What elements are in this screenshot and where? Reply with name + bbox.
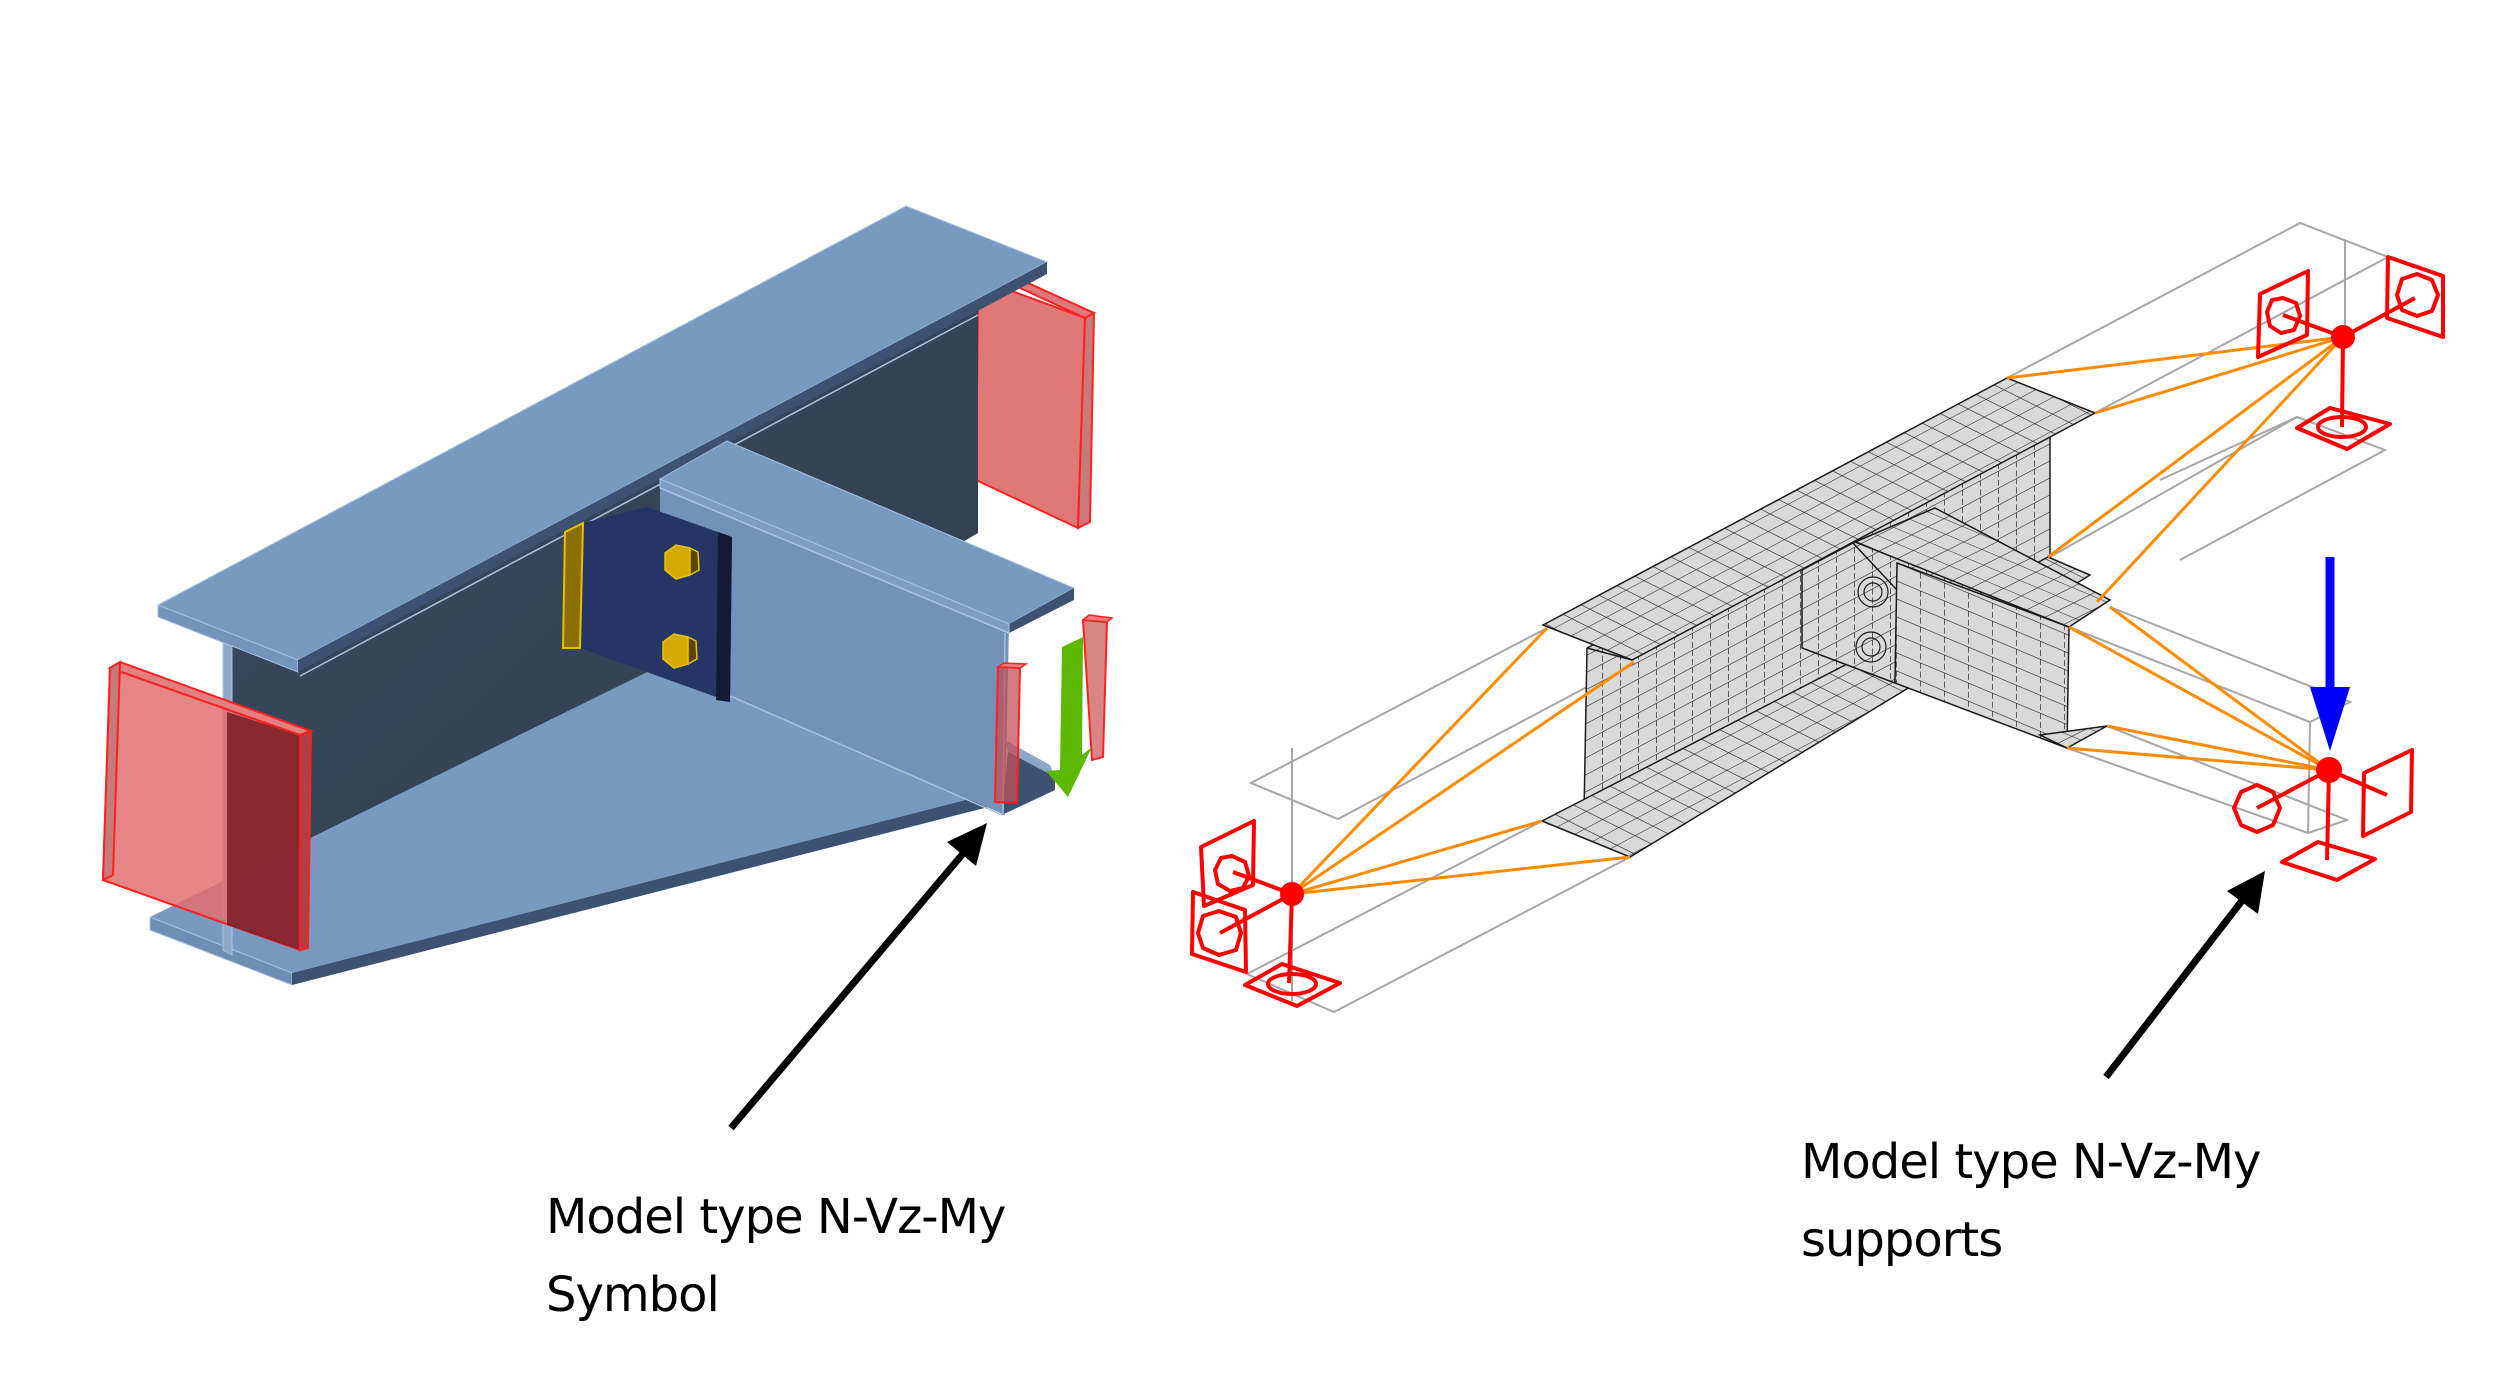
support-node-lower-right [2232,748,2414,882]
boundary-plate-main-right [974,281,1097,530]
boundary-plate-secondary-back [1081,614,1114,762]
wire-box-lower-right [2066,606,2353,835]
right-panel-caption: Model type N-Vz-My supports [1801,1123,2261,1279]
boundary-plate-secondary-front [993,662,1029,805]
load-arrow-icon [2310,557,2350,751]
bolt-hole-icon [1855,576,1889,663]
pointer-arrow-icon [728,823,987,1131]
caption-line: Model type N-Vz-My [546,1189,1006,1245]
pointer-arrow-icon [2103,871,2265,1080]
support-node-left [1190,819,1342,1008]
model-3d-view [101,205,1114,1131]
boundary-plate-main-left [101,660,314,952]
weld [561,521,585,649]
end-plate-connection [561,507,732,702]
fe-mesh-view [1190,221,2445,1080]
bolt-icon [664,544,700,580]
support-node-top-right [2256,255,2445,451]
caption-line: Symbol [546,1267,720,1323]
wire-box-top-right [2006,221,2391,561]
caption-line: Model type N-Vz-My [1801,1134,2261,1190]
left-panel-caption: Model type N-Vz-My Symbol [546,1178,1006,1334]
mesh-secondary-bottom-flange [2037,725,2108,749]
rigid-links-left [1290,626,1635,896]
mesh-secondary-top-flange [1853,507,2112,628]
caption-line: supports [1801,1212,2003,1268]
load-arrow-icon [1046,637,1092,797]
bolt-icon [662,633,698,669]
rigid-links-lower-right [2066,605,2330,772]
secondary-beam [658,440,1076,816]
main-beam-top-flange [156,205,1049,677]
